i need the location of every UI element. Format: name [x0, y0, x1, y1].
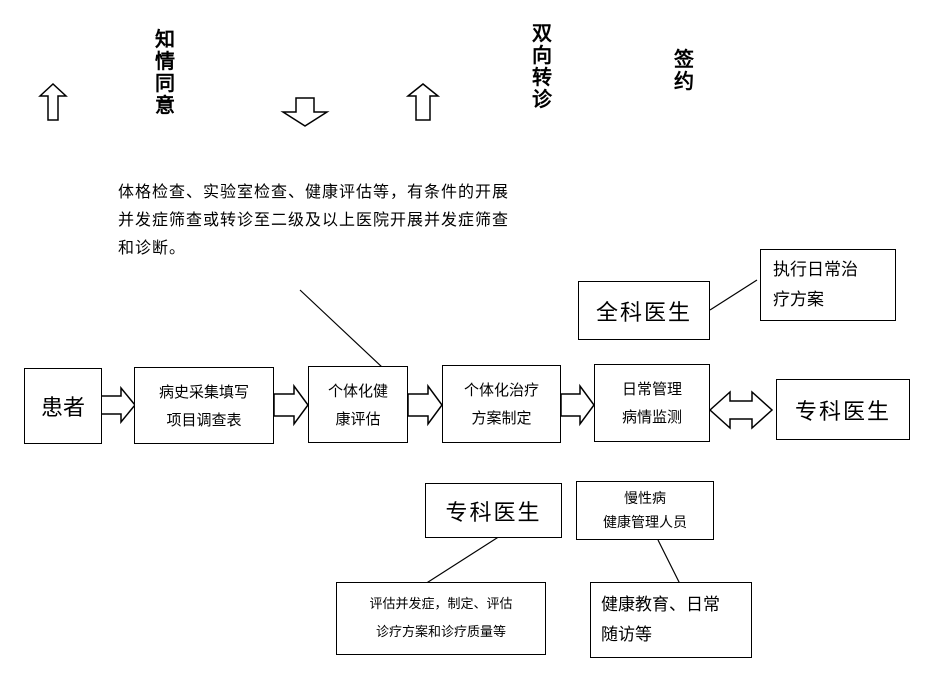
- patient-box: 患者: [24, 368, 102, 444]
- specialist-task-box: 评估并发症，制定、评估 诊疗方案和诊疗质量等: [336, 582, 546, 655]
- sign-label: 签约: [674, 47, 694, 93]
- manager-callout: [657, 539, 681, 585]
- specialist-callout: [424, 535, 501, 585]
- chronic-manager-task-label: 健康教育、日常 随访等: [601, 595, 720, 645]
- exam-note: 体格检查、实验室检查、健康评估等，有条件的开展并发症筛查或转诊至二级及以上医院开…: [118, 182, 510, 257]
- gp-callout: [709, 279, 758, 311]
- arrow-patient-history: [100, 385, 136, 425]
- arrow-history-assessment: [273, 383, 309, 427]
- specialist-right-box: 专科医生: [776, 379, 910, 440]
- gp-box: 全科医生: [578, 281, 710, 340]
- specialist-right-label: 专科医生: [794, 399, 891, 425]
- monitoring-label: 日常管理 病情监测: [621, 380, 682, 426]
- gp-task-box: 执行日常治 疗方案: [760, 249, 896, 321]
- assessment-label: 个体化健 康评估: [327, 381, 388, 428]
- informed-consent-label: 知情同意: [155, 27, 175, 117]
- history-label: 病史采集填写 项目调查表: [158, 382, 249, 429]
- up-arrow-1: [38, 82, 68, 121]
- arrow-plan-monitoring: [560, 383, 595, 427]
- chronic-manager-label: 慢性病 健康管理人员: [603, 490, 687, 531]
- up-arrow-2: [405, 83, 441, 121]
- treatment-plan-box: 个体化治疗 方案制定: [442, 365, 561, 443]
- chronic-manager-box: 慢性病 健康管理人员: [576, 481, 714, 540]
- assessment-box: 个体化健 康评估: [308, 366, 408, 443]
- chronic-manager-task-box: 健康教育、日常 随访等: [590, 582, 752, 658]
- treatment-plan-label: 个体化治疗 方案制定: [463, 381, 539, 427]
- gp-task-label: 执行日常治 疗方案: [773, 260, 858, 310]
- double-arrow-monitoring-specialist: [708, 390, 774, 430]
- specialist-task-label: 评估并发症，制定、评估 诊疗方案和诊疗质量等: [369, 596, 513, 640]
- down-arrow: [280, 97, 330, 127]
- specialist-bottom-label: 专科医生: [445, 500, 542, 526]
- history-box: 病史采集填写 项目调查表: [134, 367, 274, 444]
- patient-label: 患者: [40, 396, 85, 421]
- specialist-bottom-box: 专科医生: [425, 483, 562, 538]
- two-way-referral-label: 双向转诊: [532, 21, 552, 111]
- exam-note-callout: [299, 289, 384, 369]
- arrow-assessment-plan: [407, 383, 443, 427]
- gp-label: 全科医生: [595, 300, 692, 326]
- monitoring-box: 日常管理 病情监测: [594, 364, 710, 442]
